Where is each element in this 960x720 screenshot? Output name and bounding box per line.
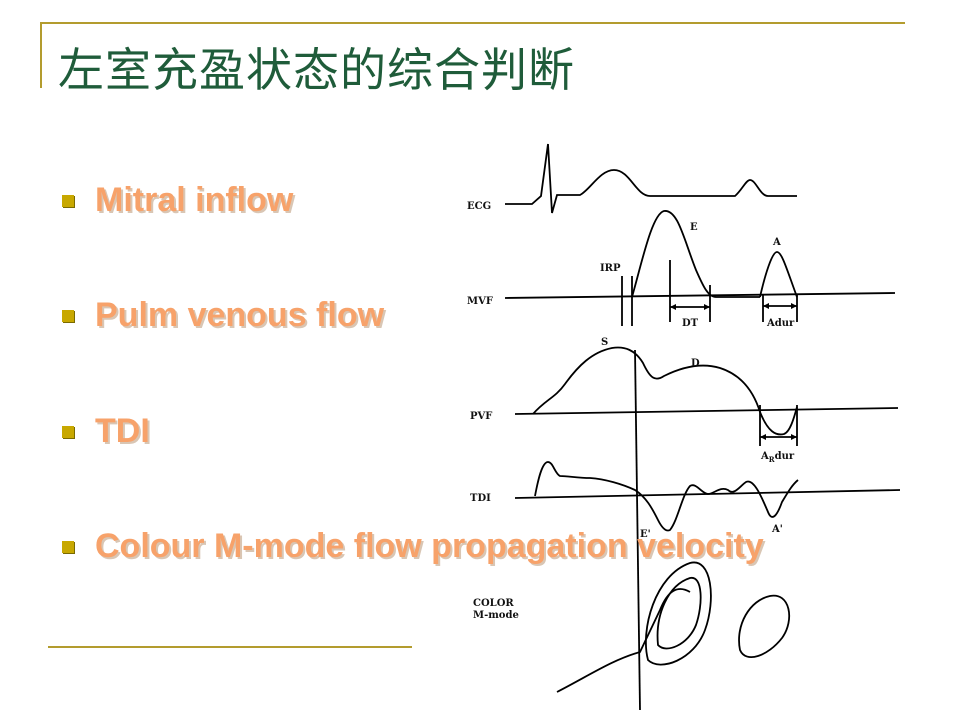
adur-arrowhead-right [791, 303, 797, 309]
d-wave-label: D [691, 358, 700, 369]
color-mmode-slope [556, 588, 691, 693]
reference-vertical-line [634, 349, 641, 711]
a-prime-label: A' [771, 524, 783, 535]
bullet-marker-icon [62, 425, 74, 438]
bullet-marker-icon [62, 309, 74, 322]
slide-title: 左室充盈状态的综合判断 [58, 43, 575, 97]
ecg-label: ECG [467, 201, 491, 212]
color-mmode-outer-contour [645, 561, 712, 666]
pvf-label: PVF [470, 411, 492, 422]
frame-left-line [40, 22, 42, 88]
dt-arrowhead-right [704, 304, 710, 310]
mmode-label: M-mode [473, 610, 519, 621]
adur-arrowhead-left [763, 303, 769, 309]
bullet-item: Colour M-mode flow propagation velocity [62, 527, 764, 566]
s-wave-label: S [601, 337, 608, 348]
bullet-text: TDI [95, 412, 150, 450]
ar-dur-a: A [760, 451, 769, 462]
bullet-item: TDI [62, 412, 150, 451]
frame-top-line [40, 22, 905, 24]
color-mmode-inner-contour [656, 577, 702, 650]
dt-arrowhead-left [670, 304, 676, 310]
bullet-text: Pulm venous flow [95, 296, 385, 334]
pvf-baseline [514, 407, 899, 415]
tdi-label: TDI [470, 493, 491, 504]
tdi-trace [534, 461, 799, 532]
a-wave-label: A [772, 237, 781, 248]
mvf-a-wave [759, 251, 798, 298]
bullet-marker-icon [62, 194, 74, 207]
bullet-text: Colour M-mode flow propagation velocity [95, 527, 764, 565]
irp-label: IRP [600, 263, 621, 274]
bullet-marker-icon [62, 540, 74, 553]
e-wave-label: E [690, 222, 698, 233]
color-mmode-second-contour [738, 594, 791, 658]
frame-bottom-line [48, 646, 412, 648]
dt-label: DT [682, 318, 699, 329]
bullet-item: Pulm venous flow [62, 296, 384, 335]
ar-dur-suffix: dur [775, 451, 795, 462]
color-label: COLOR [473, 598, 514, 609]
pvf-trace [532, 346, 798, 436]
ardur-arrowhead-right [791, 434, 797, 440]
mvf-baseline [504, 292, 896, 299]
ardur-arrowhead-left [760, 434, 766, 440]
bullet-item: Mitral inflow [62, 181, 293, 220]
ar-dur-subscript: R [769, 455, 775, 464]
ar-dur-label: ARdur [760, 451, 795, 464]
mvf-e-wave [631, 210, 760, 298]
adur-label: Adur [766, 318, 795, 329]
e-prime-label: E' [640, 529, 651, 540]
ecg-trace [505, 143, 797, 214]
mvf-label: MVF [467, 296, 493, 307]
bullet-text: Mitral inflow [95, 181, 294, 219]
